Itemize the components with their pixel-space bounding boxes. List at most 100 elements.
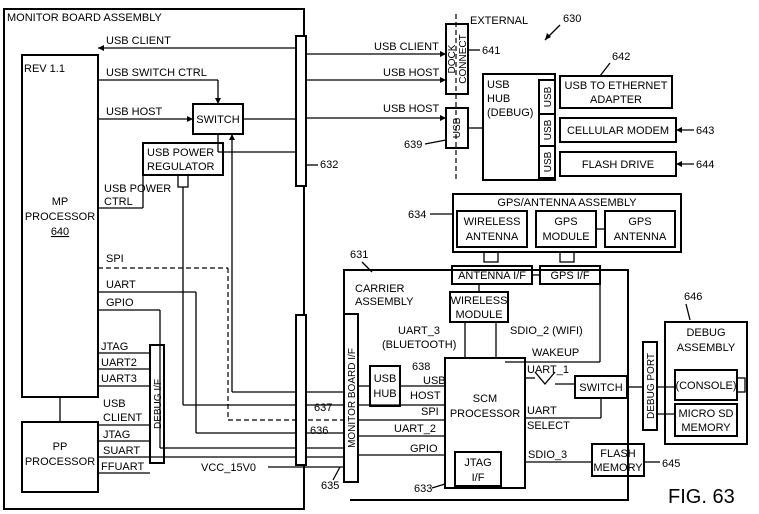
hub-port-1-label: USB (543, 86, 554, 107)
usb-client-label: USB CLIENT (106, 35, 171, 47)
carrier-usb-hub-label-2: HUB (373, 388, 396, 400)
monitor-board-if-label: MONITOR BOARD I/F (347, 348, 358, 448)
jtag-if-label: JTAG (464, 457, 491, 469)
carrier-switch-label: SWITCH (579, 382, 622, 394)
scm-usb-label: USB (423, 375, 446, 387)
scm-processor-label: SCM (473, 393, 497, 405)
ref-632: 632 (320, 159, 338, 171)
usb-power-ctrl-label: USB POWER (104, 183, 171, 195)
jtag-if-label-2: I/F (472, 472, 485, 484)
mp-processor-label: MP (52, 196, 69, 208)
mp-processor-label-2: PROCESSOR (25, 211, 95, 223)
usb-ethernet-label-2: ADAPTER (590, 94, 642, 106)
usb-power-ctrl-label-2: CTRL (104, 196, 133, 208)
flash-drive-label: FLASH DRIVE (582, 159, 654, 171)
debug-assembly: 646 DEBUG ASSEMBLY (CONSOLE) MICRO SD ME… (665, 291, 747, 444)
usb-hub-label-2: HUB (487, 93, 510, 105)
gps-assembly-title: GPS/ANTENNA ASSEMBLY (497, 197, 637, 209)
usb-host-label: USB HOST (106, 106, 163, 118)
external-label: EXTERNAL (470, 15, 528, 27)
usb-client-pp-label-2: CLIENT (103, 412, 142, 424)
gps-antenna-label: GPS (628, 216, 651, 228)
ref-644: 644 (696, 159, 714, 171)
sdio3-label: SDIO_3 (528, 449, 567, 461)
uart-select-label: UART (527, 405, 557, 417)
ref-631: 631 (350, 249, 368, 261)
monitor-board-title: MONITOR BOARD ASSEMBLY (7, 12, 163, 24)
uart2-label: UART2 (101, 357, 137, 369)
usb-ethernet-label: USB TO ETHERNET (565, 80, 668, 92)
hub-port-3-label: USB (543, 151, 554, 172)
flash-memory-label: FLASH (600, 448, 636, 460)
uart3-label: UART3 (101, 373, 137, 385)
monitor-edge-connector-bottom (296, 315, 306, 465)
sdio2-label: SDIO_2 (WIFI) (510, 325, 583, 337)
carrier-usb-hub-box (370, 366, 400, 406)
gps-module-label: GPS (554, 216, 577, 228)
ref-635: 635 (321, 480, 339, 492)
uart-select-label-2: SELECT (527, 420, 570, 432)
micro-sd-label: MICRO SD (679, 408, 734, 420)
usb-client-pp-label: USB (103, 398, 126, 410)
ref-643: 643 (696, 125, 714, 137)
flash-memory-label-2: MEMORY (593, 462, 643, 474)
ref-642: 642 (612, 51, 630, 63)
usb-port-label: USB (452, 117, 463, 138)
usb-power-regulator-label: USB POWER (147, 147, 214, 159)
mp-processor-ref: 640 (51, 226, 69, 238)
uart3-bt-label-2: (BLUETOOTH) (382, 339, 456, 351)
scm-spi-label: SPI (421, 406, 439, 418)
usb-hub-label: USB (487, 79, 510, 91)
carrier-title-2: ASSEMBLY (355, 296, 414, 308)
console-label: (CONSOLE) (675, 380, 736, 392)
spi-label: SPI (106, 253, 124, 265)
wireless-module-label: WIRELESS (451, 295, 508, 307)
cellular-modem-label: CELLULAR MODEM (567, 125, 669, 137)
wireless-antenna-label-2: ANTENNA (466, 231, 519, 243)
carrier-title: CARRIER (355, 283, 405, 295)
external-section: EXTERNAL 630 USB CLIENT USB HOST DOCK CO… (306, 13, 714, 180)
ref-646: 646 (684, 291, 702, 303)
usb-switch-ctrl-label: USB SWITCH CTRL (106, 67, 207, 79)
suart-label: SUART (103, 445, 140, 457)
ffuart-label: FFUART (101, 461, 144, 473)
monitor-board-assembly: MONITOR BOARD ASSEMBLY REV 1.1 MP PROCES… (4, 9, 345, 509)
gpio-label: GPIO (106, 297, 134, 309)
gps-antenna-assembly: GPS/ANTENNA ASSEMBLY 634 WIRELESS ANTENN… (408, 194, 681, 262)
micro-sd-label-2: MEMORY (681, 422, 731, 434)
usb-power-regulator-label-2: REGULATOR (147, 161, 214, 173)
scm-gpio-label: GPIO (410, 443, 438, 455)
gps-antenna-label-2: ANTENNA (614, 231, 667, 243)
rev-label: REV 1.1 (24, 63, 65, 75)
debug-port-label: DEBUG PORT (646, 353, 657, 419)
ref-634: 634 (408, 209, 426, 221)
monitor-edge-connector-top (296, 36, 306, 186)
scm-processor-label-2: PROCESSOR (450, 408, 520, 420)
ext-usb-host-label: USB HOST (383, 67, 440, 79)
gps-module-label-2: MODULE (542, 231, 589, 243)
switch-label: SWITCH (196, 114, 239, 126)
wakeup-label: WAKEUP (532, 347, 579, 359)
uart1-label: UART_1 (527, 364, 569, 376)
figure-label: FIG. 63 (668, 486, 735, 508)
ref-630: 630 (563, 13, 581, 25)
wireless-antenna-label: WIRELESS (464, 216, 521, 228)
pp-processor-label: PP (53, 441, 68, 453)
usb-hub-label-3: (DEBUG) (487, 107, 533, 119)
ref-641: 641 (482, 45, 500, 57)
pp-processor-label-2: PROCESSOR (25, 456, 95, 468)
jtag-pp-label: JTAG (103, 429, 130, 441)
gps-if-label: GPS I/F (550, 270, 589, 282)
ref-645: 645 (662, 458, 680, 470)
carrier-usb-hub-label: USB (374, 373, 397, 385)
debug-assembly-title: DEBUG (686, 327, 725, 339)
hub-port-2-label: USB (543, 119, 554, 140)
ref-639: 639 (404, 139, 422, 151)
antenna-if-label: ANTENNA I/F (458, 270, 526, 282)
jtag-label: JTAG (101, 341, 128, 353)
scm-host-label: HOST (410, 390, 441, 402)
debug-if-label: DEBUG I/F (153, 379, 164, 429)
vcc-label: VCC_15V0 (201, 462, 256, 474)
ref-636: 636 (310, 425, 328, 437)
